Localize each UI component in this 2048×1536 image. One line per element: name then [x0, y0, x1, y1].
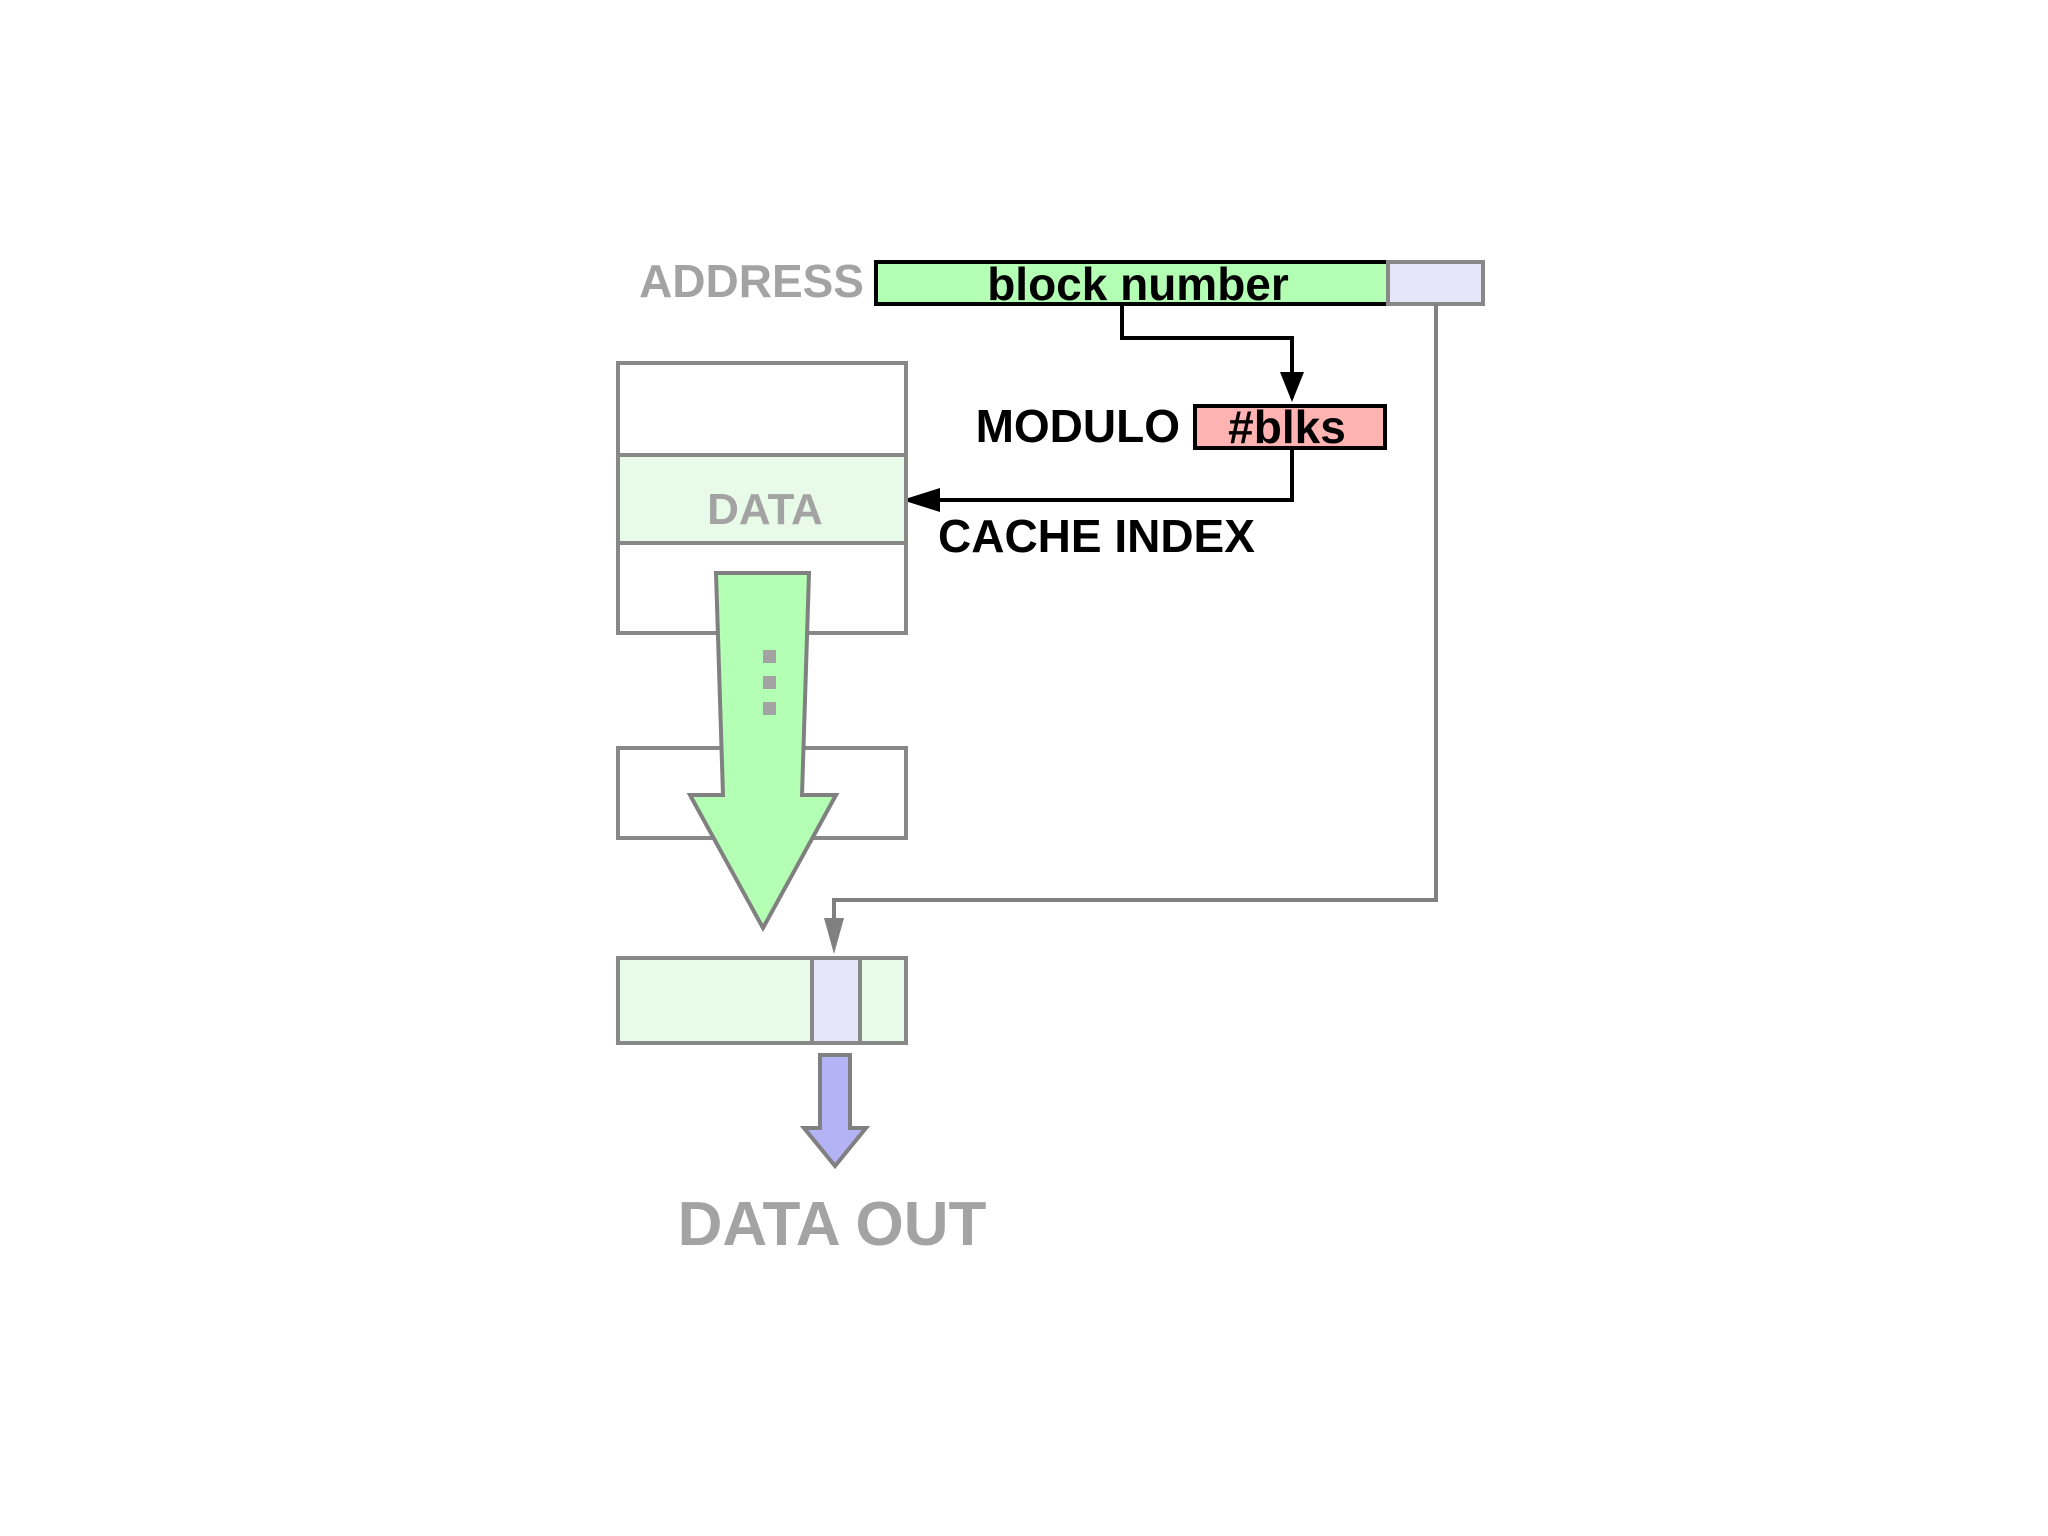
address-label: ADDRESS: [639, 255, 864, 307]
offset-select-line: [832, 304, 1438, 930]
output-block: [616, 956, 908, 1045]
block-offset-field: [1386, 260, 1485, 306]
cache-index-label: CACHE INDEX: [938, 510, 1255, 562]
modulo-input-arrowhead: [1280, 372, 1304, 402]
cache-index-line: [930, 448, 1294, 502]
cache-index-arrowhead: [902, 488, 940, 512]
ellipsis-dots: [763, 650, 776, 715]
block-number-to-modulo-line: [1120, 304, 1294, 398]
block-number-field: [874, 260, 1390, 306]
modulo-label: MODULO: [976, 400, 1180, 452]
modulo-blocks-label: #blks: [1228, 401, 1346, 453]
cache-row-top: [616, 361, 908, 457]
data-out-arrow: [799, 1053, 871, 1170]
data-out-label: DATA OUT: [678, 1190, 987, 1259]
output-selected-word: [810, 956, 862, 1045]
read-arrow: [686, 571, 840, 933]
offset-select-arrowhead: [824, 918, 844, 954]
block-number-label: block number: [987, 258, 1289, 310]
cache-data-label: DATA: [707, 485, 823, 534]
